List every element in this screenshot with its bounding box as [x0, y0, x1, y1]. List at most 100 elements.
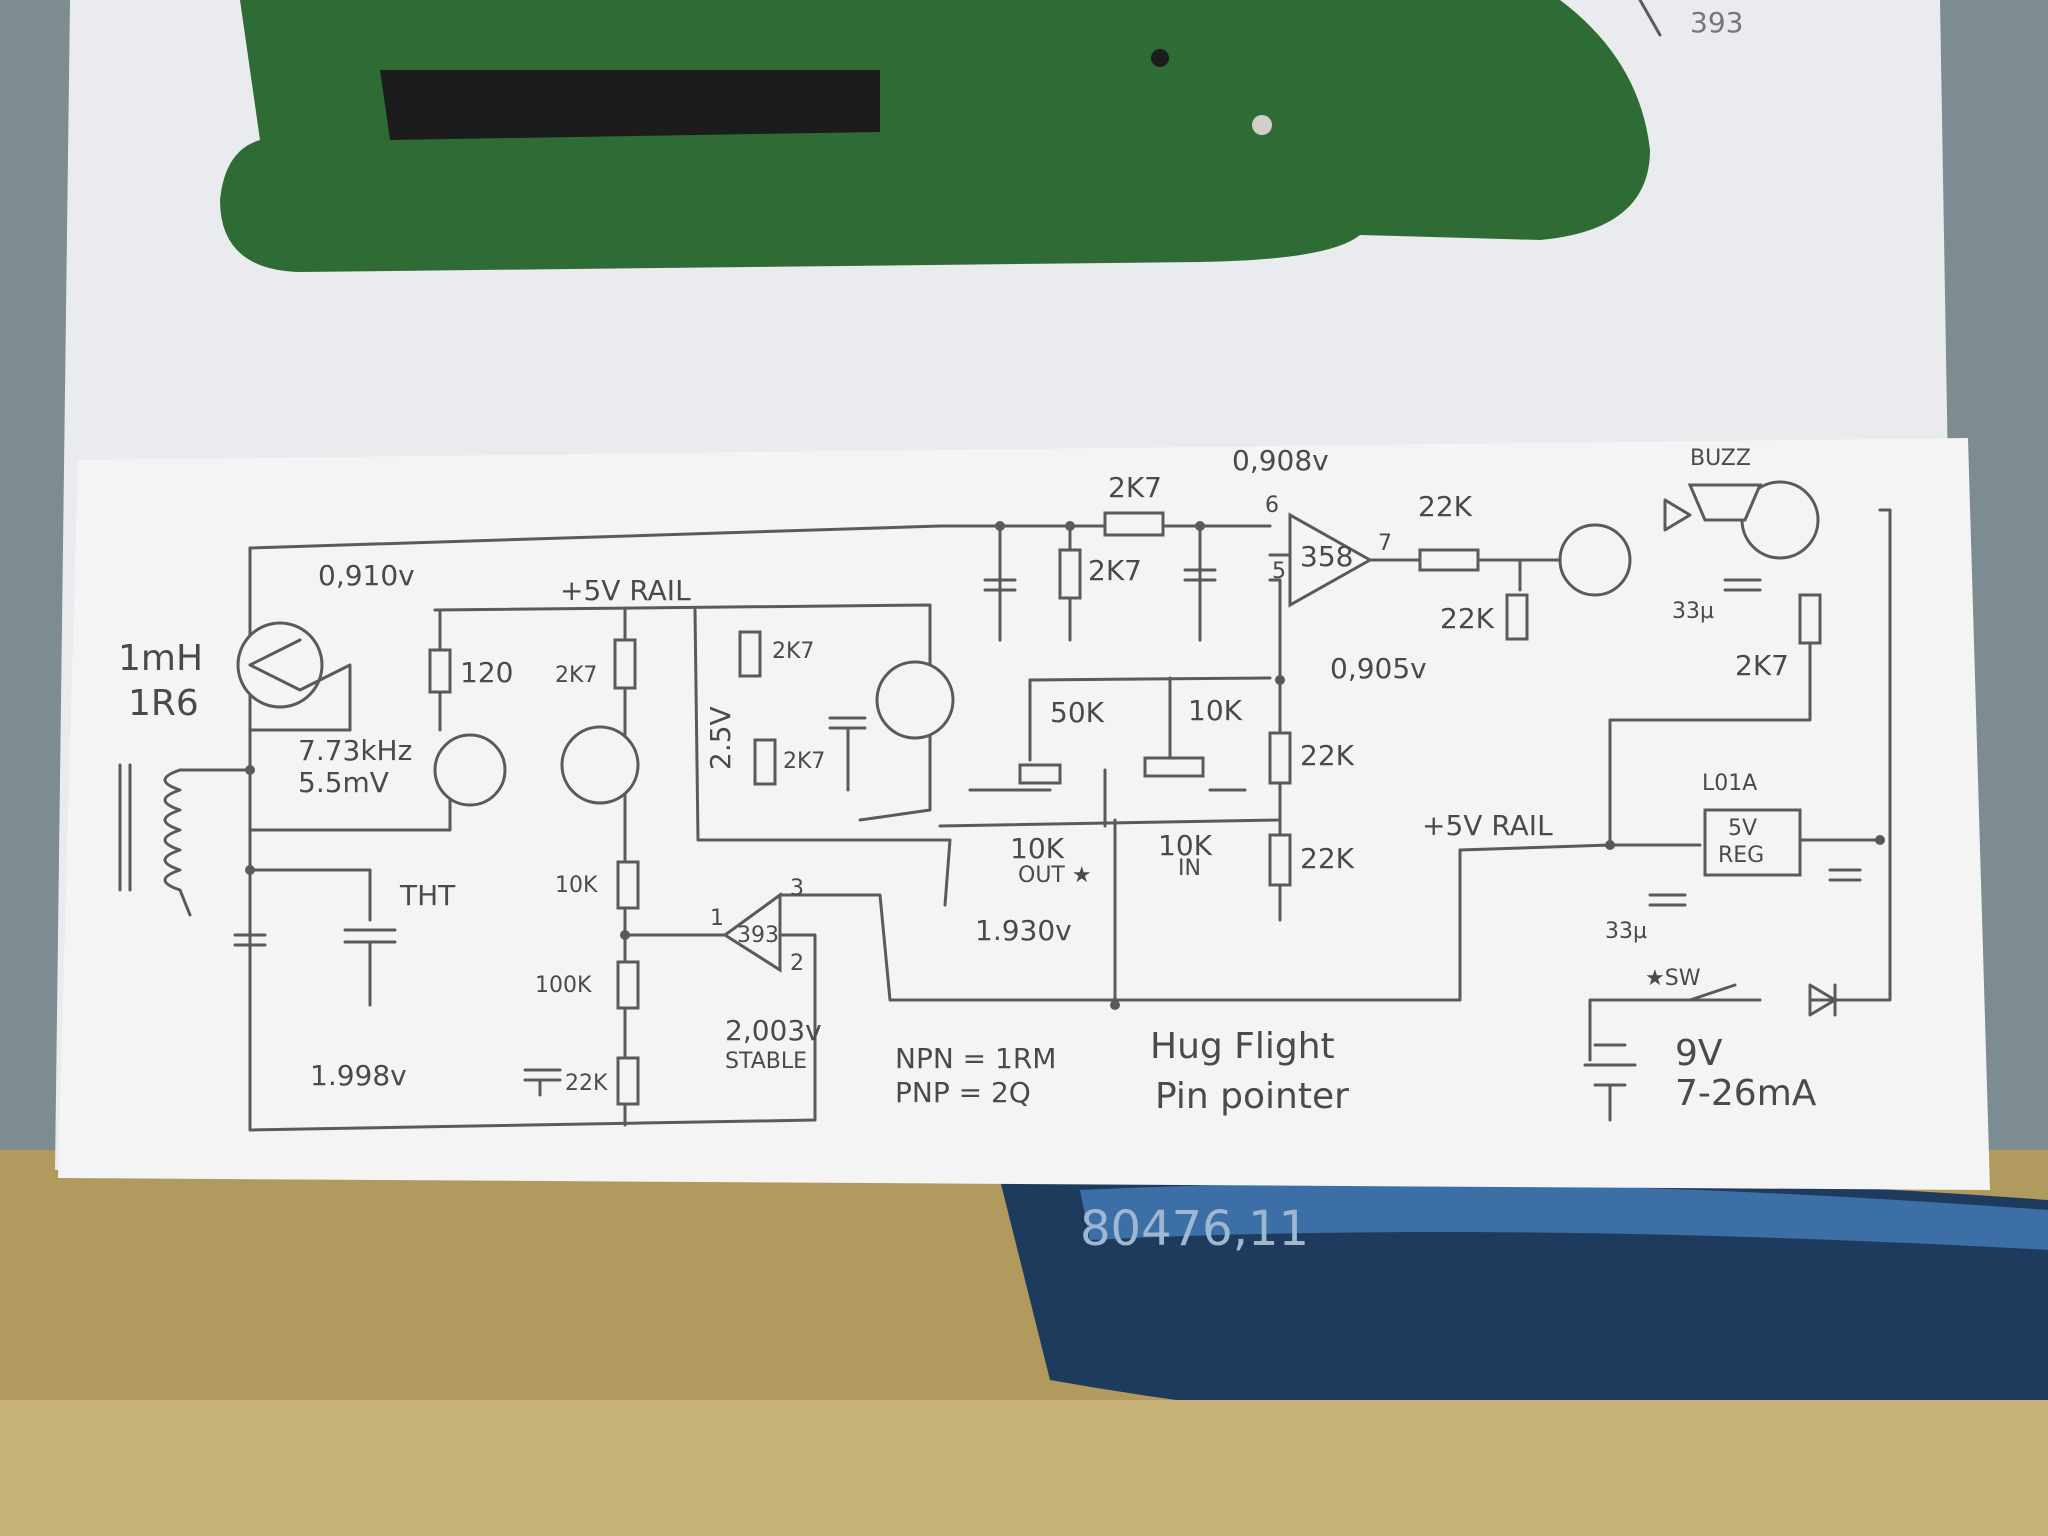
battery-current-label: 7-26mA	[1675, 1073, 1817, 1114]
resistor-2k7-top	[1103, 511, 1165, 537]
resistor-22k-e-label: 22K	[1440, 602, 1495, 635]
node-dot	[1110, 1000, 1120, 1010]
node-dot	[1275, 675, 1285, 685]
wire-tank-cap	[248, 868, 372, 922]
node-dot	[1195, 521, 1205, 531]
pnp-transistor-1	[433, 733, 507, 807]
switch-label: ★SW	[1645, 966, 1701, 991]
resistor-120-label: 120	[460, 656, 513, 689]
frequency-label: 7.73kHz	[298, 734, 412, 767]
title-line-2: Pin pointer	[1155, 1076, 1349, 1117]
capacitor-33u-buzz-label: 33µ	[1672, 599, 1714, 624]
stapler-slot	[380, 70, 880, 140]
top-scribble: 393	[1690, 6, 1743, 39]
pot-10k-label: 10K	[1188, 694, 1243, 727]
in-pot-label: IN	[1178, 856, 1201, 881]
oscillator-leads	[248, 638, 352, 732]
painted-boat-stripe	[1080, 1183, 2048, 1250]
in-pot-value-label: 10K	[1158, 829, 1213, 862]
battery-voltage-label: 9V	[1675, 1033, 1723, 1074]
voltage-regulator	[1703, 808, 1802, 877]
resistor-22k-a	[616, 1056, 640, 1106]
opamp-pin-7: 7	[1378, 531, 1392, 556]
resistor-2k7-b	[738, 630, 762, 678]
amplitude-label: 5.5mV	[298, 766, 389, 799]
capacitor-tank-2	[343, 928, 397, 1007]
resistor-22k-b	[1268, 731, 1292, 785]
npn-transistor-3	[875, 660, 955, 740]
coil-resistance-label: 1R6	[128, 683, 199, 724]
opamp-input-voltage-label: 0,905v	[1330, 652, 1427, 685]
wire-right-link	[1608, 618, 1812, 847]
comparator-pin-2: 2	[790, 951, 804, 976]
buzzer-label: BUZZ	[1690, 446, 1751, 471]
opamp-pin-6: 6	[1265, 493, 1279, 518]
top-scribble-mark	[1638, 0, 1662, 37]
battery-9v	[1583, 1043, 1637, 1122]
capacitor-33u-reg-label: 33µ	[1605, 919, 1647, 944]
resistor-2k7-c-label: 2K7	[783, 749, 825, 774]
opamp-358	[1288, 512, 1374, 608]
node-voltage-label: 1.930v	[975, 914, 1072, 947]
regulator-type-label: REG	[1718, 843, 1764, 868]
resistor-10k-a-label: 10K	[555, 873, 598, 898]
resistor-100k	[616, 960, 640, 1010]
painted-foreground	[0, 1400, 2048, 1536]
comparator-pin-3: 3	[790, 876, 804, 901]
node-dot	[1605, 840, 1615, 850]
resistor-2k7-d	[1058, 548, 1082, 600]
capacitor-33u-buzz	[1723, 578, 1762, 592]
rail-top-label: +5V RAIL	[560, 574, 691, 607]
resistor-2k7-b-label: 2K7	[772, 639, 814, 664]
resistor-22k-d-label: 22K	[1418, 490, 1473, 523]
wire-switch	[1588, 998, 1717, 1062]
resistor-22k-d	[1418, 548, 1480, 572]
rectifier-diode	[1808, 983, 1837, 1017]
resistor-22k-a-label: 22K	[565, 1071, 608, 1096]
stapler-hole	[1151, 49, 1169, 67]
capacitor-bypass	[523, 1068, 562, 1097]
node-dot	[245, 865, 255, 875]
regulator-part-label: L01A	[1702, 771, 1757, 796]
out-pot-value-label: 10K	[1010, 832, 1065, 865]
node-dot	[620, 930, 630, 940]
resistor-2k7-top-label: 2K7	[1108, 471, 1162, 504]
green-stapler	[220, 0, 1650, 272]
ref-voltage-label: 2.5V	[704, 706, 737, 770]
painted-boat	[1000, 1173, 2048, 1439]
resistor-2k7-e-label: 2K7	[1735, 649, 1789, 682]
search-coil-1mh	[163, 768, 192, 917]
resistor-2k7-a-label: 2K7	[555, 663, 597, 688]
buzzer	[1687, 483, 1763, 522]
wire-base-drive	[248, 798, 452, 832]
node-dot	[245, 765, 255, 775]
wire-rail-return	[1113, 848, 1462, 1002]
capacitor-33u-reg	[1648, 893, 1687, 907]
resistor-2k7-a	[613, 638, 637, 690]
node-dot	[995, 521, 1005, 531]
comparator-voltage-label: 2,003v	[725, 1014, 822, 1047]
wire-to-npn	[1478, 558, 1562, 592]
boat-number: 80476,11	[1080, 1201, 1309, 1257]
legend-pnp: PNP = 2Q	[895, 1076, 1031, 1109]
capacitor-tank-1	[233, 933, 267, 947]
bottom-voltage-label: 1.998v	[310, 1059, 407, 1092]
comparator-393-label: 393	[737, 923, 779, 948]
resistor-10k-a	[616, 860, 640, 910]
resistor-2k7-e	[1798, 593, 1822, 645]
opamp-358-label: 358	[1300, 540, 1353, 573]
tht-label: THT	[399, 879, 456, 912]
node-dot	[1065, 521, 1075, 531]
wire-pot-drops	[1028, 676, 1172, 762]
power-switch	[1688, 983, 1762, 1002]
stapler-rivet	[1252, 115, 1272, 135]
out-pot-label: OUT ★	[1018, 863, 1092, 888]
resistor-120	[428, 648, 452, 694]
capacitor-ref	[828, 716, 867, 792]
wire-right-vcc	[1808, 508, 1892, 1002]
opamp-pin-5: 5	[1272, 559, 1286, 584]
npn-transistor-driver	[1558, 523, 1632, 597]
resistor-22k-c	[1268, 833, 1292, 887]
wire-comp-out	[778, 893, 1117, 1002]
